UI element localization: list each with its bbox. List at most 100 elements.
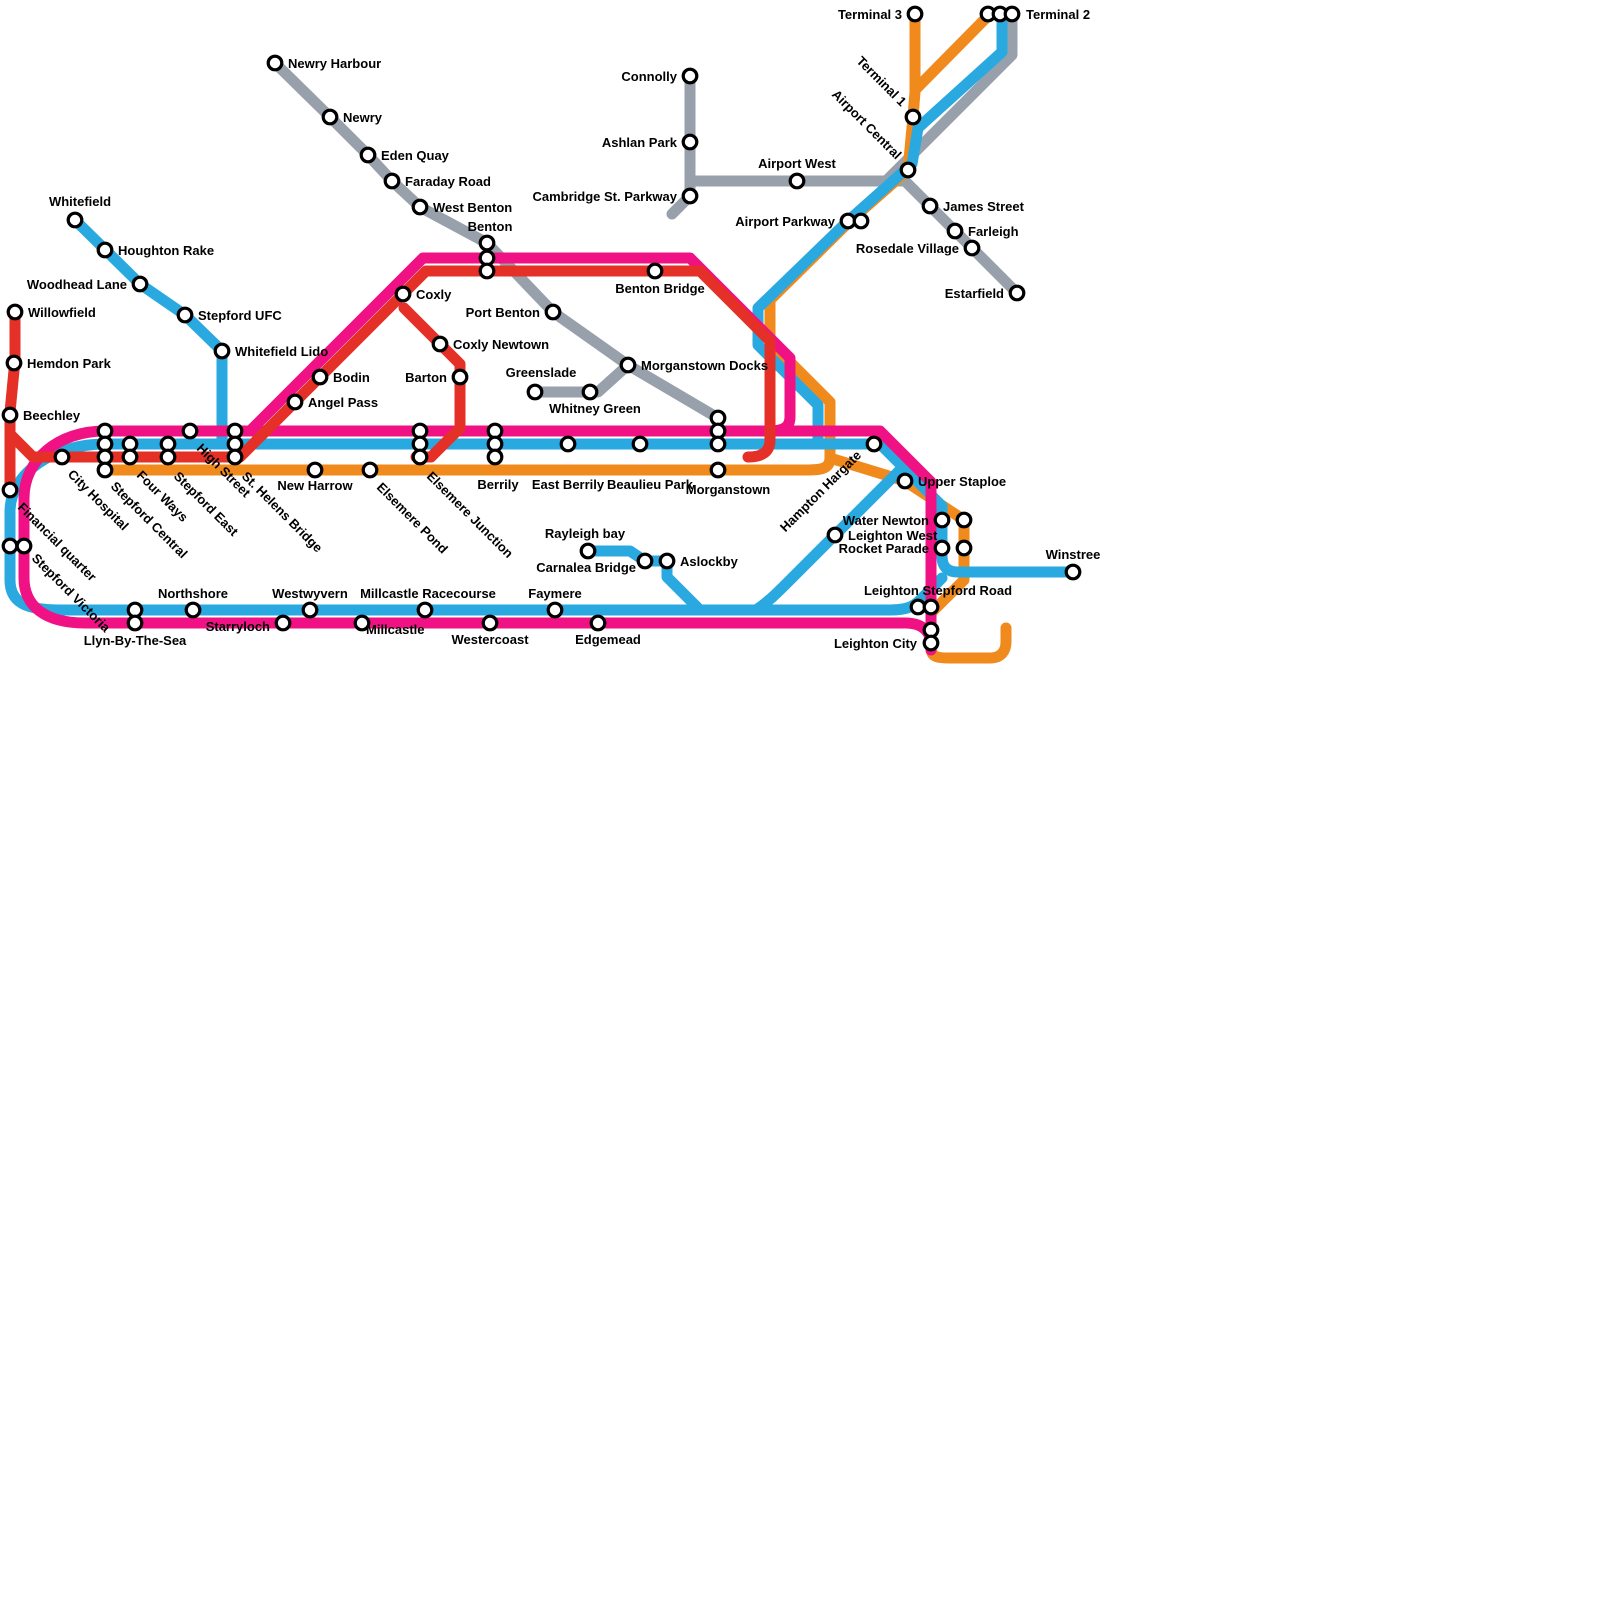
blue-line-segment xyxy=(750,461,909,616)
station-dot xyxy=(579,542,597,560)
station-dot xyxy=(361,461,379,479)
station-label: Barton xyxy=(405,370,447,385)
station-winstree: Winstree xyxy=(1046,547,1101,581)
station-dot xyxy=(286,393,304,411)
station-connolly: Connolly xyxy=(621,67,699,85)
station-dot xyxy=(904,108,922,126)
station-bodin: Bodin xyxy=(311,368,370,386)
station-dot xyxy=(274,614,292,632)
blue-line-segment xyxy=(582,545,706,616)
station-northshore: Northshore xyxy=(158,586,228,619)
station-carnalea-bridge: Carnalea Bridge xyxy=(536,552,654,575)
station-dot xyxy=(906,5,924,23)
station-millcastle: Millcastle xyxy=(353,614,425,637)
orange-line-segment xyxy=(909,10,994,96)
station-dot xyxy=(852,212,870,230)
station-dot xyxy=(96,461,114,479)
station-label: Ashlan Park xyxy=(602,135,678,150)
station-whitefield-lido: Whitefield Lido xyxy=(213,342,328,360)
red-line-segment xyxy=(4,265,776,463)
station-label: Westwyvern xyxy=(272,586,348,601)
station-label: Morganstown xyxy=(686,482,771,497)
station-label: Terminal 2 xyxy=(1026,7,1090,22)
orange-line-segment xyxy=(99,452,836,476)
station-label: Faymere xyxy=(528,586,581,601)
station-label: Farleigh xyxy=(968,224,1019,239)
station-woodhead-lane: Woodhead Lane xyxy=(27,275,149,293)
station-label: Beaulieu Park xyxy=(607,477,694,492)
station-beaulieu-park: Beaulieu Park xyxy=(607,435,694,492)
station-hemdon-park: Hemdon Park xyxy=(5,354,112,372)
station-label: Northshore xyxy=(158,586,228,601)
station-label: West Benton xyxy=(433,200,512,215)
station-dot xyxy=(15,537,33,555)
station-label: New Harrow xyxy=(277,478,353,493)
station-terminal-2: Terminal 2 xyxy=(979,5,1090,23)
station-dot xyxy=(955,511,973,529)
station-dot xyxy=(1,406,19,424)
red-line-segment xyxy=(4,304,21,498)
station-angel-pass: Angel Pass xyxy=(286,393,378,411)
station-dot xyxy=(6,303,24,321)
station-dot xyxy=(788,172,806,190)
station-label: Millcastle Racecourse xyxy=(360,586,496,601)
station-label: Winstree xyxy=(1046,547,1101,562)
station-dot xyxy=(709,461,727,479)
station-label: Whitefield Lido xyxy=(235,344,328,359)
station-dot xyxy=(933,539,951,557)
station-label: Benton xyxy=(468,219,513,234)
station-label: James Street xyxy=(943,199,1025,214)
station-label: Estarfield xyxy=(945,286,1004,301)
station-dot xyxy=(411,198,429,216)
station-dot xyxy=(213,342,231,360)
station-label: Morganstown Docks xyxy=(641,358,768,373)
station-leighton-city: Leighton City xyxy=(834,621,940,652)
station-dot xyxy=(589,614,607,632)
station-dot xyxy=(306,461,324,479)
station-dot xyxy=(709,435,727,453)
station-label: Benton Bridge xyxy=(615,281,705,296)
station-label: Millcastle xyxy=(366,622,425,637)
station-dot xyxy=(416,601,434,619)
station-dot xyxy=(478,234,496,252)
station-label: Starryloch xyxy=(206,619,270,634)
station-label: Carnalea Bridge xyxy=(536,560,636,575)
station-starryloch: Starryloch xyxy=(206,614,292,634)
station-faymere: Faymere xyxy=(528,586,582,619)
station-label: Faraday Road xyxy=(405,174,491,189)
station-dot xyxy=(526,383,544,401)
station-leighton-stepford-road: Leighton Stepford Road xyxy=(864,583,1012,616)
station-dot xyxy=(1,537,19,555)
station-dot xyxy=(478,262,496,280)
station-newry: Newry xyxy=(321,108,383,126)
station-dot xyxy=(451,368,469,386)
station-rayleigh-bay: Rayleigh bay xyxy=(545,526,626,560)
station-dot xyxy=(383,172,401,190)
station-label: Rayleigh bay xyxy=(545,526,626,541)
station-label: Upper Staploe xyxy=(918,474,1006,489)
station-label: Rosedale Village xyxy=(856,241,959,256)
station-dot xyxy=(658,552,676,570)
station-label: Newry xyxy=(343,110,383,125)
station-millcastle-racecourse: Millcastle Racecourse xyxy=(360,586,496,619)
station-llyn-by-the-sea: Llyn-By-The-Sea xyxy=(84,601,187,648)
station-upper-staploe: Upper Staploe xyxy=(896,472,1006,490)
station-dot xyxy=(826,526,844,544)
station-label: Leighton Stepford Road xyxy=(864,583,1012,598)
station-label: Stepford UFC xyxy=(198,308,282,323)
station-dot xyxy=(581,383,599,401)
station-east-berrily: East Berrily xyxy=(532,435,605,492)
station-dot xyxy=(411,448,429,466)
station-label: Newry Harbour xyxy=(288,56,381,71)
station-dot xyxy=(963,239,981,257)
station-beechley: Beechley xyxy=(1,406,81,424)
station-dot xyxy=(66,211,84,229)
station-eden-quay: Eden Quay xyxy=(359,146,450,164)
station-dot xyxy=(544,303,562,321)
station-airport-west: Airport West xyxy=(758,156,837,190)
station-rocket-parade: Rocket Parade xyxy=(839,539,973,557)
